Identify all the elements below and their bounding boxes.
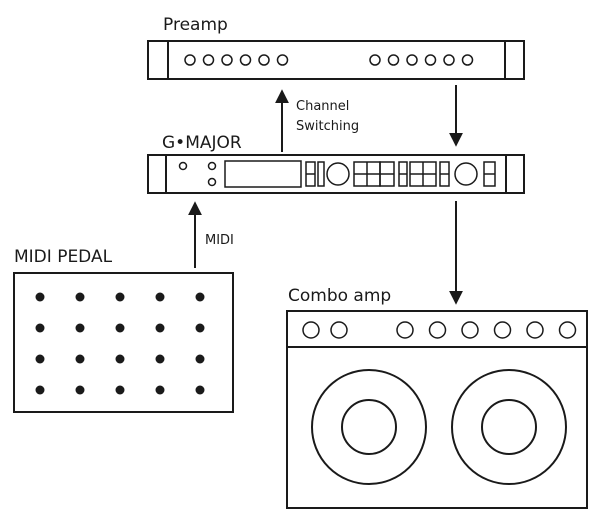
midi-pedal-label: MIDI PEDAL bbox=[14, 247, 113, 267]
combo-amp-label: Combo amp bbox=[288, 286, 391, 306]
channel-switching-label-line2: Switching bbox=[296, 119, 359, 134]
gmajor-label: G•MAJOR bbox=[162, 133, 242, 153]
midi-label: MIDI bbox=[205, 233, 234, 248]
channel-switching-label-line1: Channel bbox=[296, 99, 349, 114]
preamp-label: Preamp bbox=[163, 15, 228, 35]
combo-amp-icon bbox=[286, 310, 588, 509]
midi-pedal-icon bbox=[13, 272, 234, 413]
preamp-icon bbox=[147, 40, 525, 80]
gmajor-icon bbox=[147, 154, 525, 194]
